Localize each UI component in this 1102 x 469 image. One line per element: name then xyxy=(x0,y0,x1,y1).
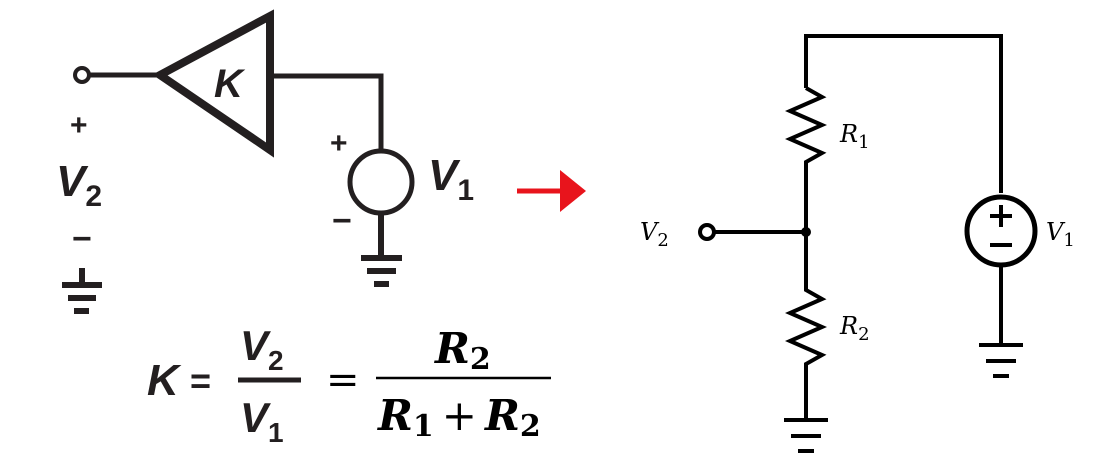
gain-label: K xyxy=(214,62,246,106)
eq-equals-2: = xyxy=(326,357,360,403)
input-wire xyxy=(270,73,384,150)
source-voltage-label: V1 xyxy=(428,151,474,207)
left-circuit xyxy=(62,9,415,314)
output-minus-sign: − xyxy=(72,220,92,258)
eq-num2: R2 xyxy=(434,324,491,377)
ground-symbol-output xyxy=(62,268,102,314)
source-polarity-marks xyxy=(990,205,1012,247)
ground-symbol-v1 xyxy=(979,343,1023,378)
amplifier-triangle xyxy=(152,9,274,158)
transform-arrow xyxy=(517,170,586,212)
voltage-source-v1-left xyxy=(347,148,415,216)
v2-label-right: V2 xyxy=(640,218,669,251)
ground-symbol-r2 xyxy=(784,418,828,453)
output-voltage-sub: 2 xyxy=(85,180,102,213)
v2-terminal xyxy=(698,223,716,241)
ground-symbol-source xyxy=(361,255,402,287)
eq-equals-1: = xyxy=(190,360,211,401)
gain-equation: K = V2 V1 = R2 R1+R2 xyxy=(147,322,551,448)
r2-label: R2 xyxy=(839,312,870,345)
resistor-r2 xyxy=(785,232,827,418)
output-terminal xyxy=(73,66,91,84)
resistor-r1 xyxy=(785,86,827,229)
source-plus-sign: + xyxy=(330,127,348,160)
output-voltage-letter: V xyxy=(56,157,89,206)
eq-den2: R1+R2 xyxy=(377,391,541,444)
v1-label-right: V1 xyxy=(1046,218,1075,251)
output-voltage-label: V2 xyxy=(56,157,102,213)
r1-label: R1 xyxy=(839,120,870,153)
source-voltage-sub: 1 xyxy=(457,174,474,207)
eq-lhs: K xyxy=(147,356,182,405)
output-plus-sign: + xyxy=(70,109,88,142)
top-wire xyxy=(804,34,1003,193)
eq-num1: V2 xyxy=(240,322,284,376)
source-minus-sign: − xyxy=(332,202,352,240)
eq-den1: V1 xyxy=(240,394,284,448)
source-voltage-letter: V xyxy=(428,151,461,200)
right-circuit xyxy=(698,34,1038,453)
